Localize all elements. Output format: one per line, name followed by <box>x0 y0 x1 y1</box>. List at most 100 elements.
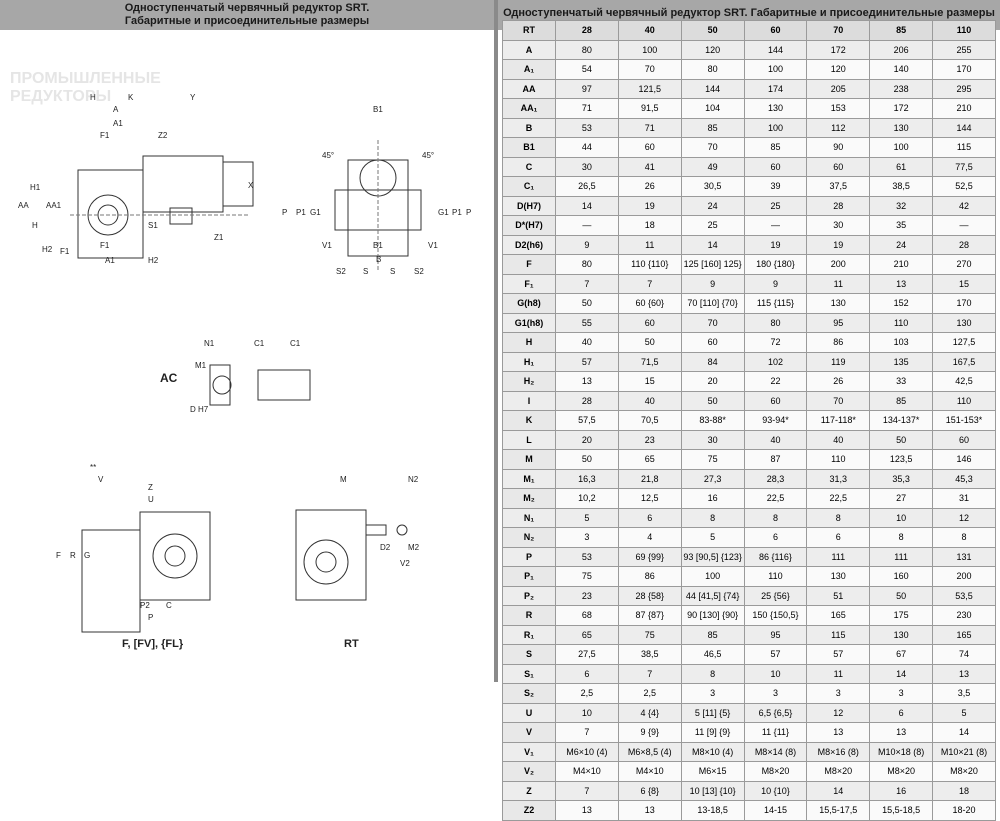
dim-label: S2 <box>336 267 346 276</box>
table-cell: 130 <box>743 98 808 119</box>
table-cell: 15 <box>617 371 682 392</box>
table-cell: 71 <box>555 98 619 119</box>
dim-label: P <box>466 208 471 217</box>
table-cell: 30 <box>806 215 871 236</box>
table-cell: 111 <box>869 546 934 567</box>
table-cell: 10 <box>555 702 619 723</box>
row-label: F <box>502 254 556 275</box>
table-cell: 60 <box>743 156 808 177</box>
table-cell: 54 <box>555 59 619 80</box>
table-cell: 60 {60} <box>617 293 682 314</box>
dim-label: H1 <box>30 183 41 192</box>
table-cell: 13 <box>869 722 934 743</box>
table-cell: 60 <box>617 312 682 333</box>
table-cell: 85 <box>680 117 745 138</box>
table-cell: 205 <box>806 78 871 99</box>
dim-label: P <box>282 208 287 217</box>
table-cell: 86 <box>806 332 871 353</box>
row-label: H₂ <box>502 371 556 392</box>
table-cell: 37,5 <box>806 176 871 197</box>
table-cell: 70 <box>680 137 745 158</box>
dim-label: H <box>90 93 96 102</box>
table-cell: 165 <box>806 605 871 626</box>
table-cell: 125 [160] 125} <box>680 254 745 275</box>
table-cell: 295 <box>932 78 996 99</box>
table-cell: 180 {180} <box>743 254 808 275</box>
table-cell: 6 {8} <box>617 780 682 801</box>
table-cell: 74 <box>932 644 996 665</box>
table-cell: 115 {115} <box>743 293 808 314</box>
table-cell: 100 <box>617 39 682 60</box>
table-cell: 14-15 <box>743 800 808 821</box>
row-label: L <box>502 429 556 450</box>
table-cell: 60 <box>932 429 996 450</box>
row-label: S₁ <box>502 663 556 684</box>
dim-label: D2 <box>380 543 391 552</box>
row-label: Z <box>502 780 556 801</box>
table-cell: M10×18 (8) <box>869 741 934 762</box>
table-cell: 40 <box>617 20 682 41</box>
panel-divider <box>494 0 498 682</box>
table-cell: 41 <box>617 156 682 177</box>
dim-label: Z1 <box>214 233 224 242</box>
row-label: D(H7) <box>502 195 556 216</box>
row-label: P <box>502 546 556 567</box>
table-cell: 31,3 <box>806 468 871 489</box>
table-cell: 5 <box>555 507 619 528</box>
table-cell: 22,5 <box>743 488 808 509</box>
drawing-header: Одноступенчатый червячный редуктор SRT. … <box>0 0 494 30</box>
table-cell: 7 <box>617 273 682 294</box>
table-cell: 57 <box>743 644 808 665</box>
table-cell: 84 <box>680 351 745 372</box>
table-cell: M10×21 (8) <box>932 741 996 762</box>
row-label: R <box>502 605 556 626</box>
table-cell: 50 <box>555 449 619 470</box>
table-cell: 2,5 <box>555 683 619 704</box>
table-cell: 38,5 <box>617 644 682 665</box>
flange-title: F, [FV], {FL} <box>122 638 184 650</box>
table-cell: 102 <box>743 351 808 372</box>
table-cell: 4 <box>617 527 682 548</box>
table-cell: 6 <box>869 702 934 723</box>
table-cell: 12,5 <box>617 488 682 509</box>
table-cell: 100 <box>869 137 934 158</box>
table-cell: 71,5 <box>617 351 682 372</box>
table-cell: 40 <box>555 332 619 353</box>
table-cell: 27 <box>869 488 934 509</box>
table-cell: 130 <box>806 293 871 314</box>
table-cell: 83-88* <box>680 410 745 431</box>
table-cell: 7 <box>555 722 619 743</box>
table-cell: 8 <box>806 507 871 528</box>
table-cell: 15,5-18,5 <box>869 800 934 821</box>
table-cell: 13 <box>869 273 934 294</box>
table-cell: 25 {56} <box>743 585 808 606</box>
drawing-header-line2: Габаритные и присоединительные размеры <box>124 15 370 27</box>
table-cell: 80 <box>743 312 808 333</box>
table-cell: 9 <box>743 273 808 294</box>
table-cell: 53 <box>555 546 619 567</box>
table-cell: 50 <box>555 293 619 314</box>
table-cell: 70 [110] {70} <box>680 293 745 314</box>
table-cell: 5 [11] {5} <box>680 702 745 723</box>
dim-label: P2 <box>140 601 150 610</box>
dim-label: B1 <box>373 105 383 114</box>
table-cell: 16,3 <box>555 468 619 489</box>
table-cell: 15 <box>932 273 996 294</box>
table-cell: 12 <box>806 702 871 723</box>
table-cell: 6 <box>806 527 871 548</box>
dim-label: G <box>84 551 90 560</box>
table-cell: 65 <box>617 449 682 470</box>
